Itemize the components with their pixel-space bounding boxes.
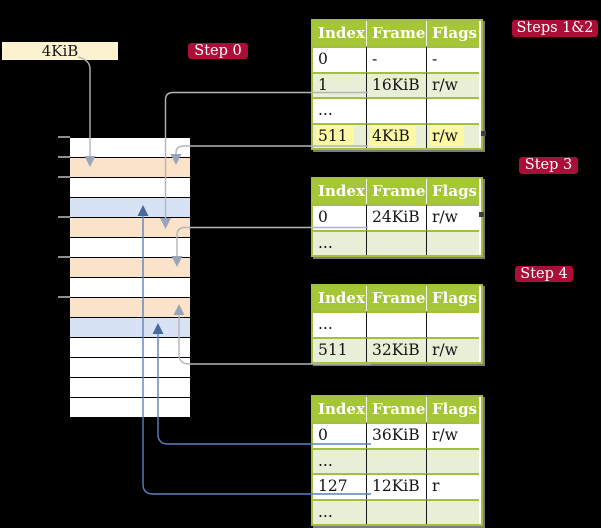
col-header-flags: Flags (426, 21, 479, 46)
memory-frame-row (70, 258, 190, 278)
table-cell: 1 (313, 71, 366, 97)
table-cell: 36KiB (366, 422, 426, 448)
table-cell (366, 311, 426, 337)
memory-tick (58, 176, 70, 178)
col-header-flags: Flags (426, 179, 479, 204)
table-cell: 0 (313, 204, 366, 230)
table-cell: - (366, 46, 426, 72)
col-header-frame: Frame (366, 286, 426, 311)
table-cell: ... (313, 97, 366, 123)
col-header-flags: Flags (426, 286, 479, 311)
table-cell: r/w (426, 422, 479, 448)
page-table-step-4: Index Frame Flags ... 511 32KiB r/w (311, 284, 483, 364)
table-cell: 32KiB (366, 336, 426, 362)
table-cell: 0 (313, 422, 366, 448)
memory-frame-row (70, 178, 190, 198)
table-cell-highlighted: r/w (426, 122, 479, 148)
highlight: r/w (430, 125, 464, 146)
highlight: 4KiB (370, 125, 416, 146)
table-cell-highlighted: 511 (313, 122, 366, 148)
table-cell: ... (313, 498, 366, 524)
page-table-final: Index Frame Flags 0 36KiB r/w ... 127 12… (311, 395, 483, 526)
memory-tick (58, 256, 70, 258)
memory-tick (58, 156, 70, 158)
col-header-frame: Frame (366, 397, 426, 422)
table-cell (366, 447, 426, 473)
table-cell: ... (313, 229, 366, 255)
memory-frame-row (70, 298, 190, 318)
memory-tick (58, 216, 70, 218)
col-header-index: Index (313, 21, 366, 46)
table-cell: 12KiB (366, 473, 426, 499)
memory-frame-row (70, 138, 190, 158)
badge-step-4: Step 4 (515, 266, 573, 282)
memory-tick (58, 136, 70, 138)
table-cell: 127 (313, 473, 366, 499)
table-cell: 0 (313, 46, 366, 72)
table-cell: - (426, 46, 479, 72)
memory-frame-row (70, 278, 190, 298)
table-cell (426, 229, 479, 255)
table-cell: 511 (313, 336, 366, 362)
table-cell (366, 229, 426, 255)
col-header-index: Index (313, 397, 366, 422)
table-cell: r/w (426, 71, 479, 97)
table-cell: r/w (426, 204, 479, 230)
highlight: 511 (316, 125, 354, 146)
table-cell: ... (313, 447, 366, 473)
col-header-flags: Flags (426, 397, 479, 422)
badge-step-0: Step 0 (188, 43, 248, 59)
col-header-frame: Frame (366, 179, 426, 204)
memory-frame-row (70, 158, 190, 178)
physical-memory-column (70, 137, 190, 419)
table-cell (426, 498, 479, 524)
memory-tick (58, 296, 70, 298)
table-cell: r/w (426, 336, 479, 362)
memory-frame-row (70, 318, 190, 338)
memory-frame-row (70, 198, 190, 218)
memory-frame-row (70, 358, 190, 378)
col-header-frame: Frame (366, 21, 426, 46)
badge-step-3: Step 3 (519, 157, 578, 174)
memory-frame-row (70, 398, 190, 418)
table-cell (366, 498, 426, 524)
col-header-index: Index (313, 286, 366, 311)
table-cell: 16KiB (366, 71, 426, 97)
table-cell: 24KiB (366, 204, 426, 230)
memory-frame-row (70, 378, 190, 398)
table-cell: r (426, 473, 479, 499)
table-cell: ... (313, 311, 366, 337)
memory-frame-row (70, 238, 190, 258)
page-table-step-3: Index Frame Flags 0 24KiB r/w ... (311, 177, 483, 257)
table-cell (426, 311, 479, 337)
table-cell-highlighted: 4KiB (366, 122, 426, 148)
badge-steps-1-2: Steps 1&2 (512, 20, 598, 37)
table-cell (426, 97, 479, 123)
free-frame-size-label: 4KiB (2, 42, 118, 60)
table-cell (366, 97, 426, 123)
memory-frame-row (70, 338, 190, 358)
table-cell (426, 447, 479, 473)
page-table-steps-1-2: Index Frame Flags 0 - - 1 16KiB r/w ... … (311, 19, 483, 150)
memory-frame-row (70, 218, 190, 238)
col-header-index: Index (313, 179, 366, 204)
